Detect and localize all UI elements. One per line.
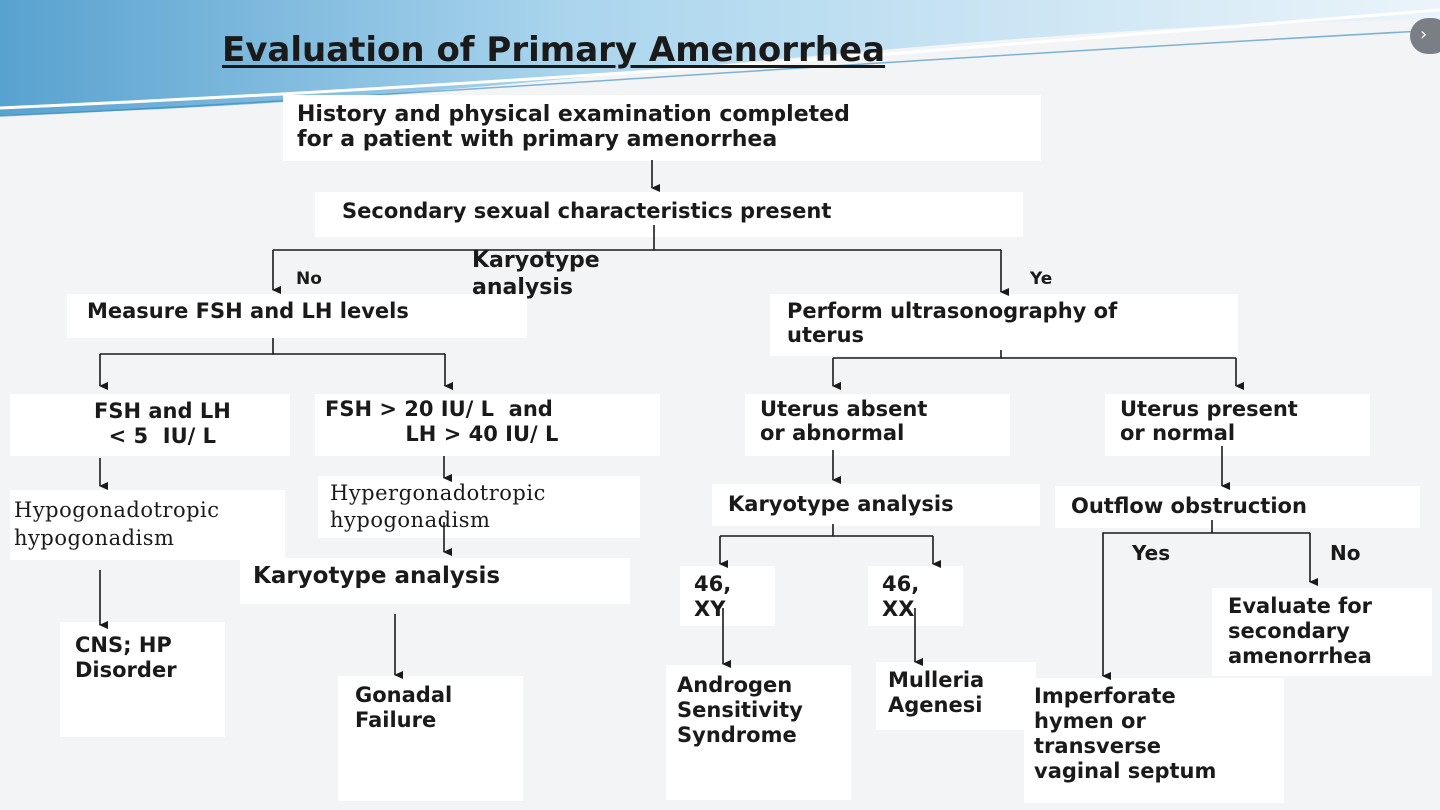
node-ultrasonography: Perform ultrasonography of uterus: [787, 299, 1118, 347]
node-karyotype-mid: Karyotype analysis: [253, 563, 501, 589]
node-karyotype-top: Karyotype analysis: [472, 248, 600, 300]
box-androgen: [666, 665, 851, 800]
label-yes: Ye: [1030, 269, 1053, 289]
box-outflow: [1055, 486, 1420, 528]
box-measure: [67, 294, 527, 338]
node-gonadal-failure: Gonadal Failure: [355, 683, 453, 732]
header-wave-decoration: [0, 0, 1440, 117]
box-uterus-absent: [745, 394, 1010, 456]
node-46-xx: 46, XX: [882, 572, 920, 621]
node-outflow-obstruction: Outflow obstruction: [1071, 494, 1307, 518]
node-history: History and physical examination complet…: [297, 102, 850, 152]
node-karyotype-right: Karyotype analysis: [728, 492, 954, 516]
node-hypergonadotropic: Hypergonadotropic hypogonadism: [330, 481, 546, 532]
box-cns: [60, 622, 225, 737]
box-karyotype-right: [712, 484, 1040, 526]
node-hypogonadotropic: Hypogonadotropic hypogonadism: [14, 498, 220, 550]
box-xy: [680, 566, 775, 626]
node-fsh-lh-low: FSH and LH < 5 IU/ L: [94, 399, 231, 448]
node-mullerian-agenesis: Mulleria Agenesi: [888, 668, 985, 717]
box-hypogonadotropic: [10, 490, 285, 560]
box-fsh-high: [315, 394, 660, 456]
node-measure-fsh-lh: Measure FSH and LH levels: [87, 299, 409, 323]
box-history: [283, 95, 1041, 161]
node-imperforate-hymen: Imperforate hymen or transverse vaginal …: [1034, 684, 1217, 783]
page-title: Evaluation of Primary Amenorrhea: [222, 30, 886, 70]
node-fsh-lh-high: FSH > 20 IU/ L and LH > 40 IU/ L: [325, 397, 559, 446]
box-gonadal: [338, 676, 523, 801]
node-uterus-present: Uterus present or normal: [1120, 397, 1298, 445]
label-no: No: [296, 269, 322, 289]
box-mullerian: [876, 662, 1036, 730]
box-fsh-low: [10, 394, 290, 456]
node-secondary-characteristics: Secondary sexual characteristics present: [342, 199, 832, 223]
arrow-icon: ›: [1420, 24, 1428, 45]
box-ultrasound: [770, 294, 1238, 356]
node-uterus-absent: Uterus absent or abnormal: [760, 397, 928, 445]
slide-control-button[interactable]: ›: [1410, 18, 1440, 54]
label-no-outflow: No: [1330, 541, 1361, 565]
node-46-xy: 46, XY: [694, 572, 732, 621]
box-karyotype-mid: [240, 558, 630, 604]
node-evaluate-secondary: Evaluate for secondary amenorrhea: [1228, 594, 1373, 668]
box-uterus-present: [1105, 394, 1370, 456]
label-yes-outflow: Yes: [1132, 541, 1171, 565]
node-androgen-sensitivity: Androgen Sensitivity Syndrome: [677, 673, 803, 747]
box-hypergonadotropic: [318, 476, 640, 538]
box-imperforate: [1024, 678, 1284, 803]
node-cns-hp-disorder: CNS; HP Disorder: [75, 633, 177, 682]
